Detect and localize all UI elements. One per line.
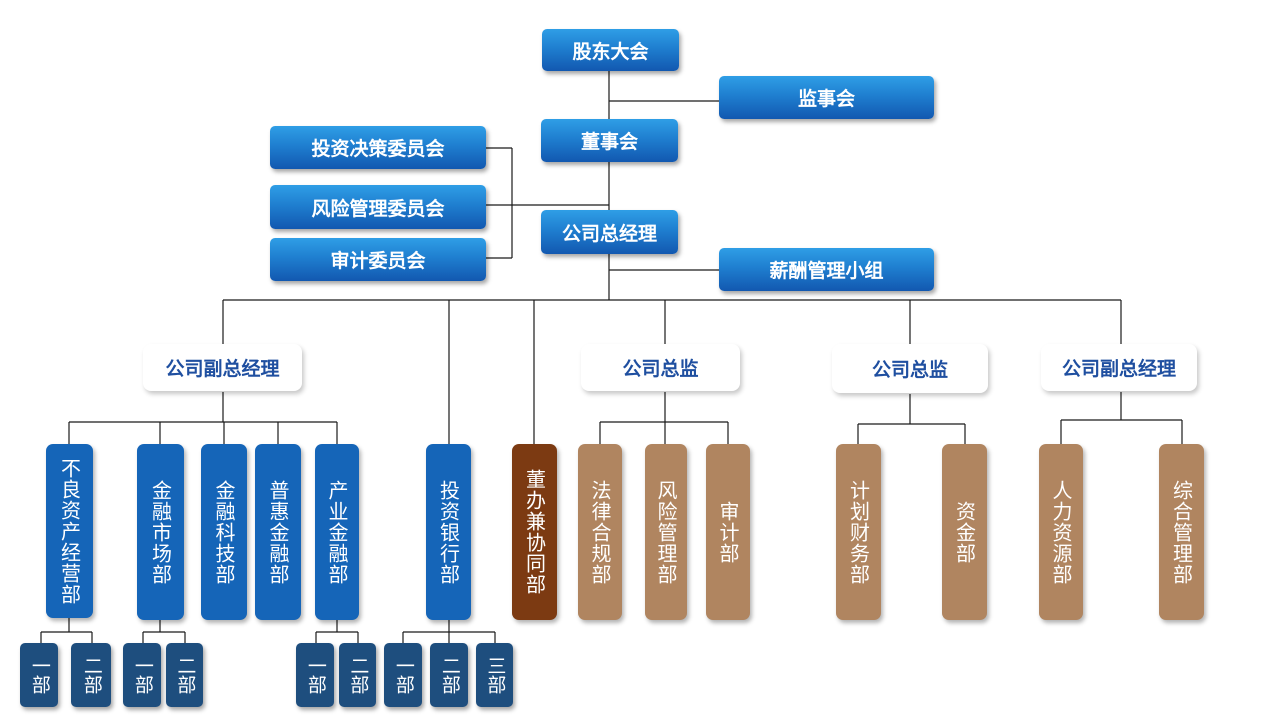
- dept-human-resources: 人力资源部: [1039, 444, 1083, 620]
- committee-investment-node: 投资决策委员会: [270, 126, 486, 169]
- sub-unit-markets-2: 二部: [166, 643, 203, 707]
- committee-audit-node: 审计委员会: [270, 238, 486, 281]
- dept-inclusive-finance: 普惠金融部: [255, 444, 301, 620]
- board-node: 董事会: [541, 119, 678, 162]
- dept-fintech: 金融科技部: [201, 444, 247, 620]
- sub-unit-markets-1: 一部: [123, 643, 161, 707]
- exec-director-2: 公司总监: [832, 344, 988, 393]
- dept-board-office: 董办兼协同部: [512, 444, 557, 620]
- dept-financial-markets: 金融市场部: [137, 444, 184, 620]
- exec-deputy-gm-2: 公司副总经理: [1041, 344, 1197, 391]
- salary-group-node: 薪酬管理小组: [719, 248, 934, 291]
- exec-director-1: 公司总监: [581, 344, 740, 391]
- sub-unit-ib-2: 二部: [430, 643, 468, 707]
- general-manager-node: 公司总经理: [541, 210, 678, 254]
- exec-deputy-gm-1: 公司副总经理: [143, 344, 302, 391]
- sub-unit-npa-1: 一部: [20, 643, 58, 707]
- sub-unit-npa-2: 二部: [71, 643, 111, 707]
- committee-risk-node: 风险管理委员会: [270, 185, 486, 229]
- dept-planning-finance: 计划财务部: [836, 444, 881, 620]
- supervisors-node: 监事会: [719, 76, 934, 119]
- sub-unit-ib-1: 一部: [384, 643, 422, 707]
- dept-treasury: 资金部: [942, 444, 987, 620]
- dept-industrial-finance: 产业金融部: [315, 444, 359, 620]
- dept-audit: 审计部: [706, 444, 750, 620]
- dept-npa: 不良资产经营部: [46, 444, 93, 618]
- sub-unit-industrial-2: 二部: [339, 643, 376, 707]
- dept-risk-management: 风险管理部: [645, 444, 687, 620]
- shareholders-node: 股东大会: [542, 29, 679, 71]
- dept-investment-banking: 投资银行部: [426, 444, 471, 620]
- dept-legal-compliance: 法律合规部: [578, 444, 622, 620]
- dept-general-admin: 综合管理部: [1159, 444, 1204, 620]
- sub-unit-ib-3: 三部: [476, 643, 513, 707]
- sub-unit-industrial-1: 一部: [296, 643, 334, 707]
